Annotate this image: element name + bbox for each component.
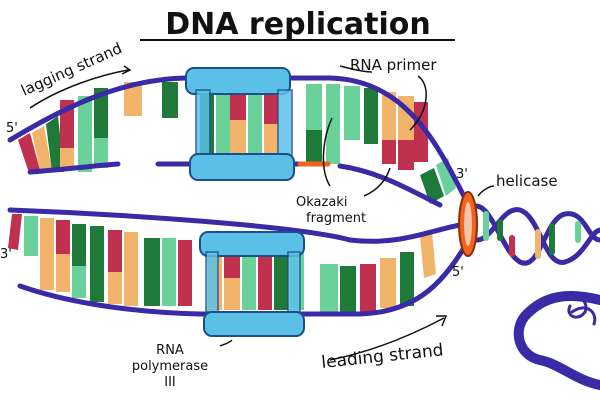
- polymerase-label-line2: polymerase: [132, 359, 208, 374]
- three-prime-mid-label: 3': [0, 247, 12, 262]
- rna-primer-label: RNA primer: [350, 56, 437, 74]
- helicase-label: helicase: [496, 172, 558, 190]
- diagram-title: DNA replication: [165, 7, 430, 42]
- helicase-ring-icon: [458, 191, 478, 257]
- leading-strand-bases: [8, 214, 436, 312]
- okazaki-label-line2: fragment: [306, 211, 366, 226]
- five-prime-top-label: 5': [6, 121, 18, 136]
- three-prime-fork-label: 3': [456, 167, 468, 182]
- polymerase-label-line1: RNA: [156, 343, 184, 358]
- polymerase-enzyme-icon: [185, 67, 305, 337]
- polymerase-label-line3: III: [164, 375, 176, 390]
- double-helix-icon: [467, 203, 600, 390]
- okazaki-label-line1: Okazaki: [296, 195, 347, 210]
- five-prime-fork-label: 5': [452, 265, 464, 280]
- annotation-lines: [29, 65, 495, 361]
